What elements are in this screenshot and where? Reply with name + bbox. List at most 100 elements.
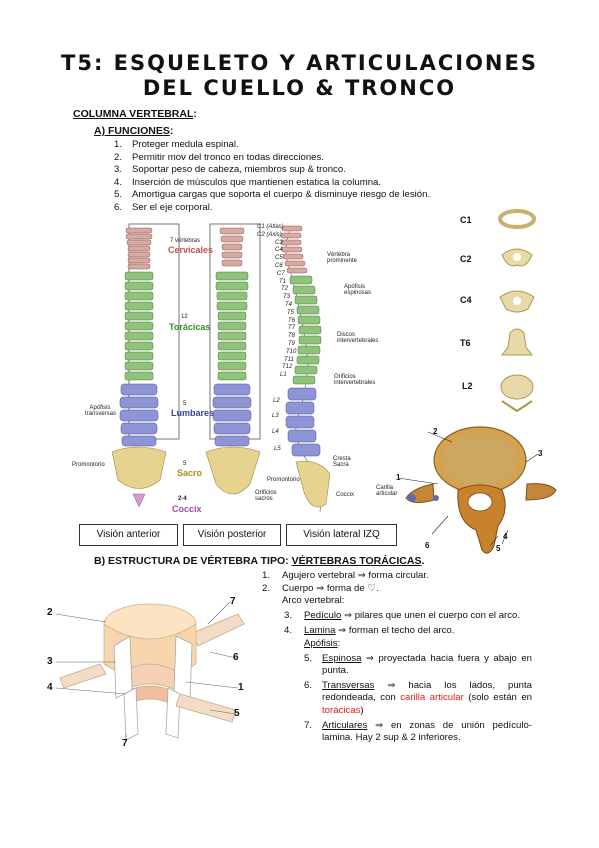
vertebra-type-c4: C4 [460, 295, 472, 305]
level-label: C7 [277, 270, 285, 277]
level-label: T11 [284, 356, 294, 363]
item-text: ⇒ forman el techo del arco. [335, 625, 455, 637]
item-text: ) [360, 704, 364, 716]
item-text: Soportar peso de cabeza, miembros sup & … [132, 164, 346, 176]
item-term: Pedículo [304, 609, 342, 621]
item-text: ⇒ pilares que unen el cuerpo con el arco… [341, 609, 521, 621]
item-number: 6. [114, 201, 123, 213]
carilla-articular-label: Carilla articular [376, 485, 398, 497]
spine-illustration [111, 223, 331, 513]
item-term: Articulares [322, 719, 368, 731]
level-label: T2 [281, 286, 289, 293]
caption-anterior: Visión anterior [79, 524, 178, 546]
apofisis-espinosas-label: Apófisis espinosas [344, 284, 372, 296]
funciones-title: A) FUNCIONES [94, 125, 170, 137]
discos-label: Discos intervertebrales [337, 332, 379, 344]
level-label: T10 [286, 348, 297, 355]
item-text: Ser el eje corporal. [132, 201, 213, 213]
toracicas-count: 12 [181, 314, 188, 320]
item-number: 3. [114, 164, 123, 176]
diagram-label-6: 6 [233, 652, 239, 663]
anterior-spine [111, 227, 167, 508]
lumbares-label: Lumbares [171, 408, 215, 418]
item-number: 1. [114, 139, 123, 150]
cresta-sacra-label: Cresta Sacra [333, 456, 351, 468]
vertebra-types-illustration [498, 209, 536, 413]
list-item: 4.Lamina ⇒ forman el techo del arco. [262, 625, 532, 638]
estructura-title: B) ESTRUCTURA DE VÉRTEBRA TIPO: [94, 555, 292, 567]
list-item: 1.Agujero vertebral ⇒ forma circular. [262, 570, 532, 583]
item-number: 7. [304, 719, 313, 731]
item-text: Proteger medula espinal. [132, 139, 239, 150]
funciones-heading: A) FUNCIONES: [94, 125, 173, 137]
item-text: Permitir mov del tronco en todas direcci… [132, 151, 324, 163]
level-label: T5 [287, 309, 295, 316]
estructura-list: 1.Agujero vertebral ⇒ forma circular. 2.… [262, 570, 532, 745]
vertebra-type-c2: C2 [460, 254, 472, 264]
level-label: T8 [288, 333, 296, 340]
item-text: Cuerpo ⇒ forma de ♡. [282, 582, 379, 594]
vertebra-label-3: 3 [538, 449, 543, 458]
item-text: ⇒ en zonas de unión pedículo-lamina. Hay… [322, 719, 532, 744]
item-highlight: carilla articular [400, 692, 464, 704]
level-label: L1 [280, 372, 287, 379]
lumbares-count: 5 [183, 401, 187, 407]
cervicales-count: 7 vértebras [170, 238, 201, 244]
list-item: 2.Permitir mov del tronco en todas direc… [114, 152, 430, 165]
list-item: 6.Transversas ⇒ hacia los lados, punta r… [262, 680, 532, 718]
estructura-title-end: . [421, 555, 425, 567]
level-label: C1 (Atlas) [257, 224, 284, 230]
lateral-levels: C1 (Atlas) C2 (Axis) C3 C4 C5 C6 C7 T1 T… [257, 224, 296, 380]
level-label: C5 [275, 255, 283, 262]
vertebra-label-5: 5 [496, 544, 501, 553]
level-l3: L3 [272, 413, 279, 419]
item-number: 5. [304, 652, 313, 664]
diagram-label-4: 4 [47, 682, 53, 693]
diagram-label-5: 5 [234, 708, 240, 719]
vertebra-label-6: 6 [425, 541, 430, 550]
level-l5: L5 [274, 446, 281, 452]
item-text: ⇒ hacia los lados, punta redondeada, con [322, 679, 532, 704]
level-label: T1 [279, 278, 287, 285]
arco-label: Arco vertebral: [282, 595, 345, 607]
list-item: 4.Inserción de músculos que mantienen es… [114, 177, 430, 190]
section-colon: : [193, 108, 197, 120]
item-term: Espinosa [322, 652, 362, 664]
item-text: (solo están en [463, 692, 532, 704]
cervicales-label: Cervicales [168, 245, 214, 255]
level-label: C2 (Axis) [257, 231, 282, 238]
level-label: T6 [288, 317, 296, 324]
vertebra-type-l2: L2 [462, 381, 473, 391]
item-text: Amortigua cargas que soporta el cuerpo &… [132, 189, 431, 201]
list-item: 5.Espinosa ⇒ proyectada hacia fuera y ab… [262, 653, 532, 678]
level-label: C6 [275, 262, 283, 269]
level-label: C3 [275, 239, 283, 246]
item-text: Agujero vertebral ⇒ forma circular. [282, 570, 429, 581]
coccix-lateral-label: Coccix [336, 492, 355, 498]
item-number: 6. [304, 679, 313, 691]
list-item: 2.Cuerpo ⇒ forma de ♡. [262, 583, 532, 596]
funciones-list: 1. Proteger medula espinal. 2.Permitir mo… [114, 139, 430, 215]
page-title-line1: T5: ESQUELETO Y ARTICULACIONES [61, 51, 538, 75]
level-label: T3 [283, 294, 291, 301]
diagram-label-7: 7 [230, 596, 236, 607]
level-l2: L2 [273, 398, 280, 404]
item-term: Lamina [304, 625, 336, 637]
thoracic-vertebra-illustration [398, 418, 560, 568]
diagram-label-2: 2 [47, 607, 53, 618]
vertebra-label-4: 4 [503, 532, 508, 541]
item-number: 3. [284, 609, 293, 621]
list-item: 3. Pedículo ⇒ pilares que unen el cuerpo … [262, 610, 532, 623]
list-item: 5. Amortigua cargas que soporta el cuerpo… [114, 189, 430, 202]
item-number: 4. [114, 176, 123, 188]
coccix-label: Coccix [172, 504, 202, 514]
list-item: 1. Proteger medula espinal. [114, 139, 430, 152]
posterior-spine [205, 227, 261, 495]
apofisis-colon: : [337, 637, 341, 649]
list-item: 6. Ser el eje corporal. [114, 202, 430, 215]
funciones-colon: : [169, 125, 174, 137]
orificios-sacros-label: Orificios sacros [255, 490, 277, 502]
item-number: 5. [114, 189, 123, 201]
level-label: T12 [282, 364, 293, 371]
sacro-count: 5 [183, 461, 187, 467]
